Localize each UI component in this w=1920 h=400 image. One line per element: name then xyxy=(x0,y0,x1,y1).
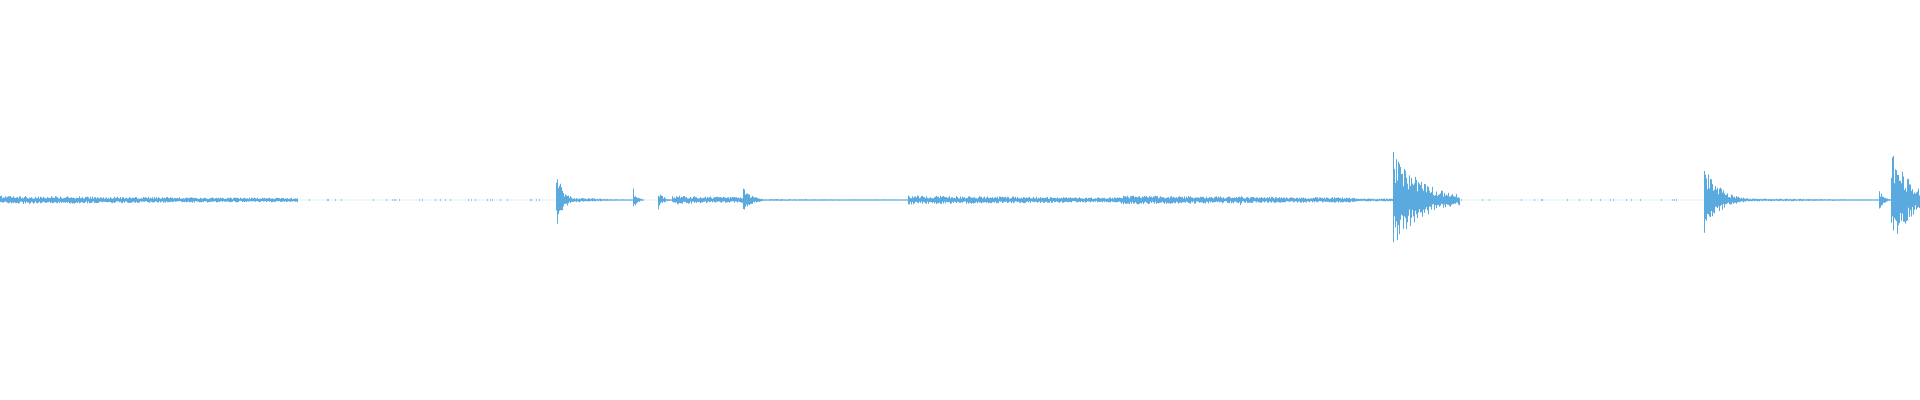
waveform-path xyxy=(0,151,1920,243)
waveform-samples xyxy=(0,151,1920,243)
